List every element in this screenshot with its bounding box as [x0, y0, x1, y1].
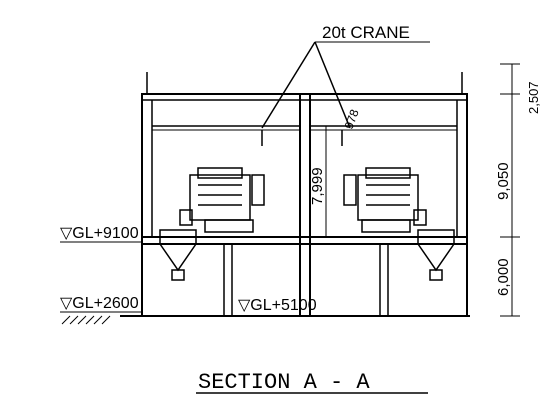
dim-inner-label: 7,999	[309, 167, 326, 205]
dim-top-label: 2,507	[526, 81, 541, 114]
level-upper-label: ▽GL+9100	[60, 225, 139, 242]
section-title: SECTION A - A	[198, 370, 370, 395]
dim-crane-label: 978	[342, 107, 362, 131]
hopper-right	[417, 229, 455, 281]
generator-left	[179, 167, 265, 233]
dim-upper-label: 9,050	[495, 162, 512, 200]
level-floor-label: ▽GL+5100	[238, 297, 317, 314]
crane-label: 20t CRANE	[322, 23, 410, 42]
generator-right	[343, 167, 427, 233]
level-ground-label: ▽GL+2600	[60, 295, 139, 312]
hopper-left	[159, 229, 197, 281]
dim-lower-label: 6,000	[495, 258, 512, 296]
